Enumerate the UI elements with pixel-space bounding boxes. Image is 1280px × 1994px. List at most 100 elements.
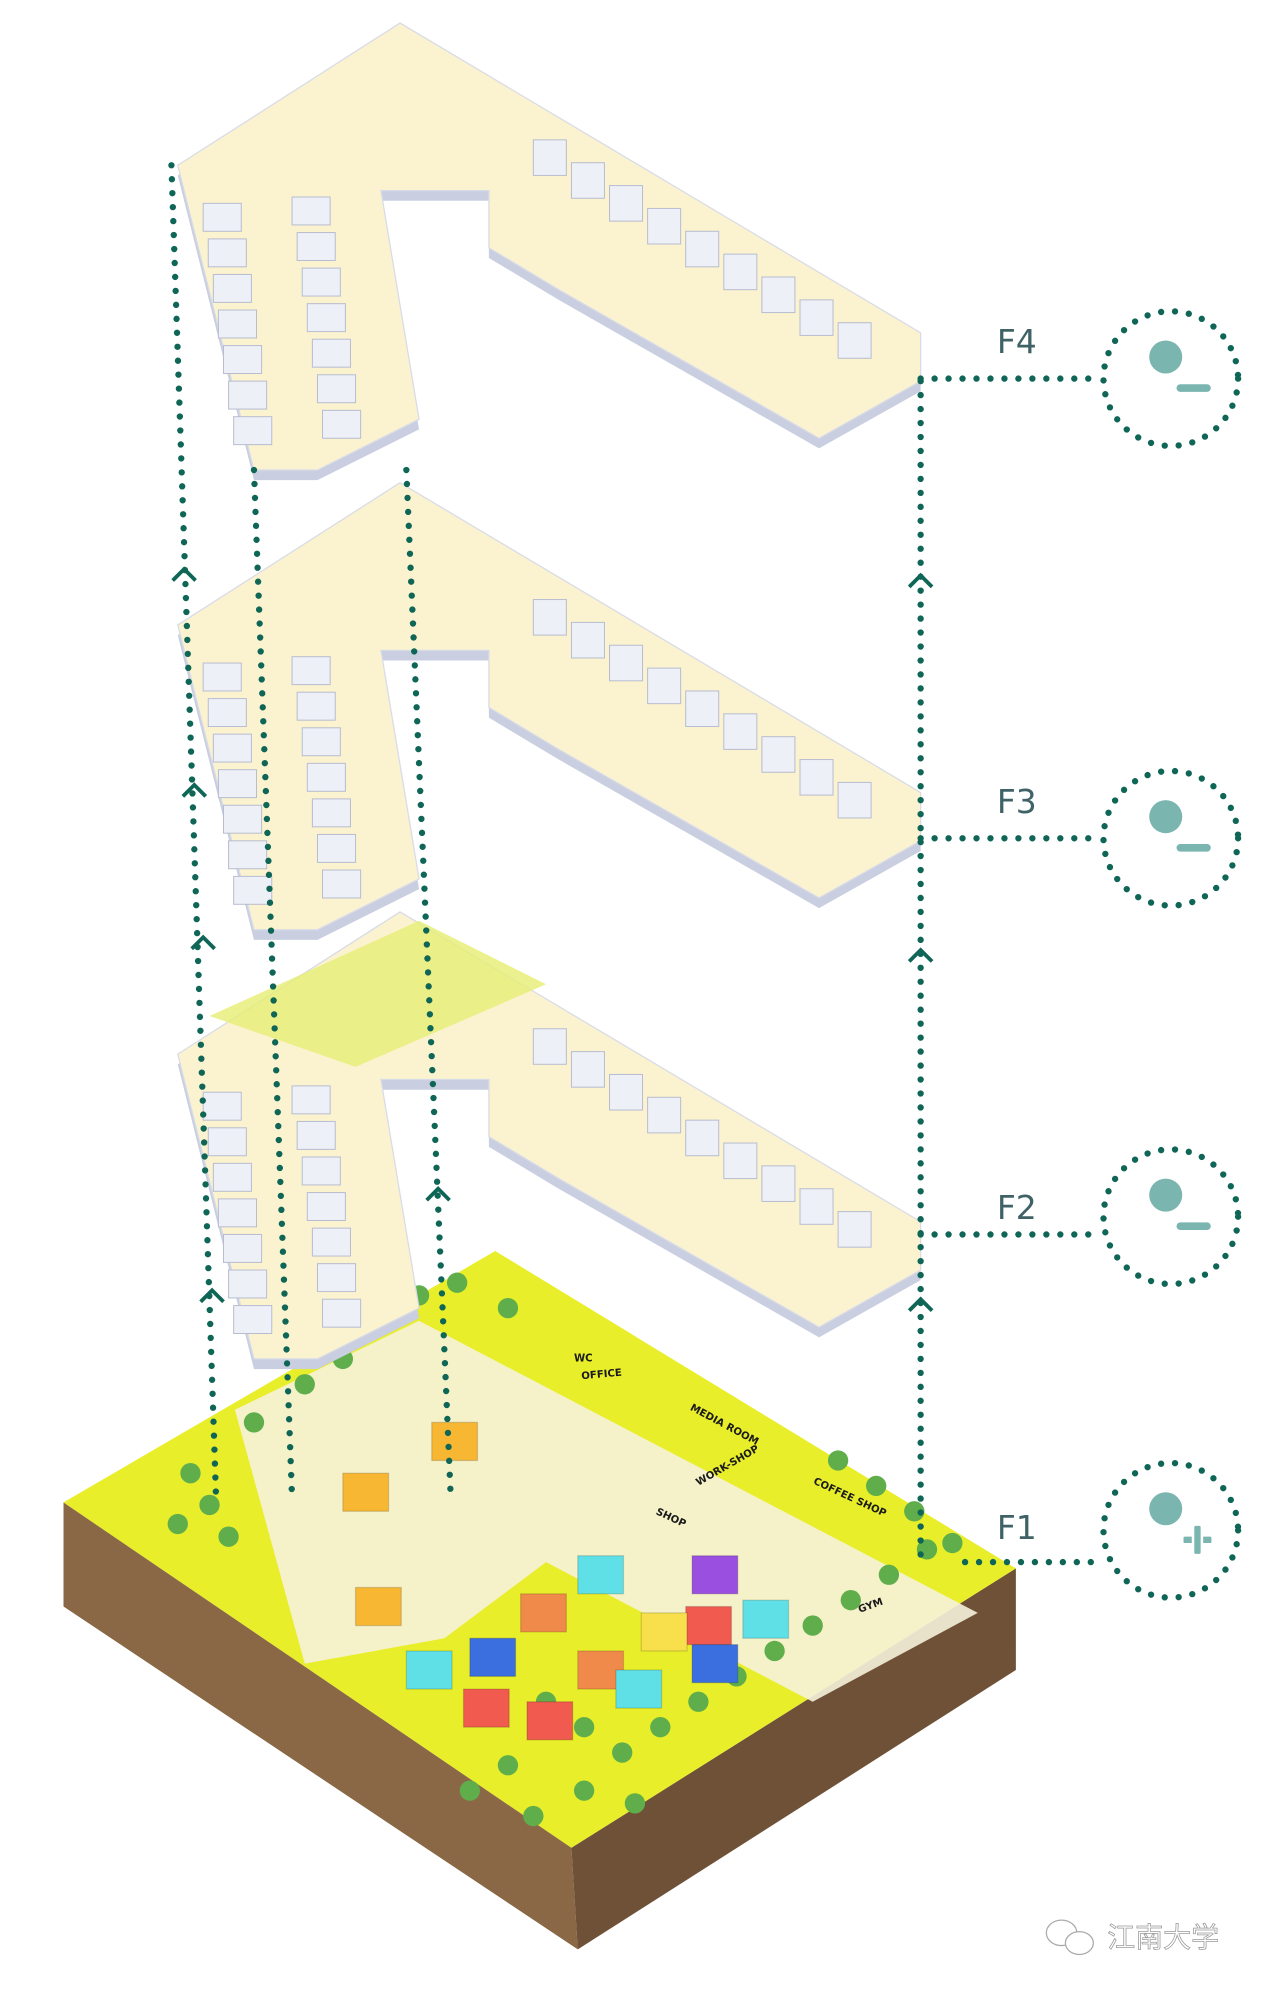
floor-badge-f2 xyxy=(1100,1146,1242,1288)
room-cell xyxy=(207,238,247,268)
container xyxy=(342,1472,390,1512)
dotted-circle xyxy=(1100,1146,1242,1288)
room-cell xyxy=(233,416,273,446)
room-cell xyxy=(761,1165,796,1202)
vertical-line-center xyxy=(403,466,454,1502)
room-cell xyxy=(228,840,268,870)
tree xyxy=(523,1805,544,1827)
room-cell xyxy=(202,662,242,692)
container xyxy=(640,1612,688,1652)
floor-label-f2: F2 xyxy=(997,1188,1037,1227)
room-cell xyxy=(685,1119,720,1157)
room-cell xyxy=(322,409,362,439)
tree xyxy=(942,1532,963,1554)
room-cell xyxy=(837,781,872,819)
room-cell xyxy=(723,1142,758,1180)
tree xyxy=(802,1615,823,1636)
floor-plate-f4 xyxy=(177,22,922,481)
person-presenting-icon xyxy=(1149,800,1215,856)
container xyxy=(685,1605,733,1646)
room-cell xyxy=(222,345,263,375)
tree xyxy=(904,1501,925,1522)
room-cell xyxy=(306,762,346,792)
room-cell xyxy=(291,1085,331,1115)
room-cell xyxy=(311,1227,351,1257)
room-cell xyxy=(202,1091,242,1121)
floor-plate-f3 xyxy=(177,481,922,940)
chevron-up-icon xyxy=(907,1296,934,1312)
tree xyxy=(624,1793,646,1814)
room-cell xyxy=(609,185,644,222)
room-cell xyxy=(207,698,247,728)
room-cell xyxy=(306,1192,346,1221)
floor-label-f3: F3 xyxy=(997,782,1037,821)
tree xyxy=(764,1640,785,1662)
room-cell xyxy=(202,202,242,232)
room-cell xyxy=(311,338,351,368)
chevron-up-icon xyxy=(199,1287,225,1304)
room-cell xyxy=(301,1156,341,1186)
roof-garden xyxy=(209,920,547,1067)
room-cell xyxy=(647,667,682,705)
room-cell xyxy=(799,759,834,796)
room-cell xyxy=(761,276,796,314)
floor-plates xyxy=(177,22,922,1370)
person-add-icon xyxy=(1149,1492,1214,1557)
tree xyxy=(827,1450,849,1471)
wechat-logo-icon xyxy=(1045,1919,1094,1956)
tree xyxy=(218,1526,239,1547)
watermark-text: 江南大学 xyxy=(1107,1921,1219,1954)
room-cell xyxy=(311,798,351,828)
room-cell xyxy=(322,869,362,899)
tree xyxy=(459,1780,480,1801)
chevron-up-icon xyxy=(181,782,208,798)
container xyxy=(405,1650,453,1690)
shipping-containers xyxy=(342,1421,790,1741)
room-cell xyxy=(296,232,336,261)
container xyxy=(691,1555,739,1595)
room-cell xyxy=(837,322,872,359)
room-label-wc: WC xyxy=(574,1353,593,1364)
dotted-circle xyxy=(1100,308,1242,450)
room-cell xyxy=(207,1127,247,1157)
room-cell xyxy=(296,691,336,721)
soil-left-side xyxy=(63,1502,578,1950)
floor-label-f1: F1 xyxy=(997,1508,1037,1547)
room-cell xyxy=(291,196,331,226)
chevron-up-icon xyxy=(907,572,934,589)
room-cell xyxy=(570,162,605,199)
container xyxy=(577,1555,625,1595)
room-cell xyxy=(291,656,331,686)
tree xyxy=(497,1297,519,1319)
up-chevrons xyxy=(171,566,934,1312)
person-presenting-icon xyxy=(1149,1178,1215,1234)
tree xyxy=(294,1374,315,1395)
ground-block xyxy=(63,1250,1016,1950)
room-cell xyxy=(685,230,720,268)
room-cell xyxy=(316,833,357,863)
room-cell xyxy=(233,1305,273,1335)
room-cell xyxy=(647,1096,682,1134)
floor-plate-f2 xyxy=(177,911,922,1370)
floor-surface xyxy=(177,481,922,931)
building-ground-floor xyxy=(234,1320,978,1702)
room-cell xyxy=(233,875,273,905)
room-cell xyxy=(837,1211,872,1248)
tree xyxy=(573,1780,595,1801)
chevron-up-icon xyxy=(171,566,197,582)
room-cell xyxy=(301,267,341,297)
room-cell xyxy=(532,139,567,176)
tree xyxy=(167,1513,188,1535)
room-cell xyxy=(609,1073,644,1111)
vertical-line-left-inner xyxy=(250,466,296,1502)
room-cell xyxy=(532,599,567,636)
floor-legend: F4 F3 F2 F1 xyxy=(997,308,1242,1601)
room-cell xyxy=(301,727,341,757)
container xyxy=(469,1637,517,1677)
tree xyxy=(840,1590,861,1611)
vertical-line-left-outer xyxy=(168,162,220,1496)
room-cell xyxy=(532,1028,567,1065)
room-cell xyxy=(799,299,834,336)
tree xyxy=(243,1412,265,1433)
